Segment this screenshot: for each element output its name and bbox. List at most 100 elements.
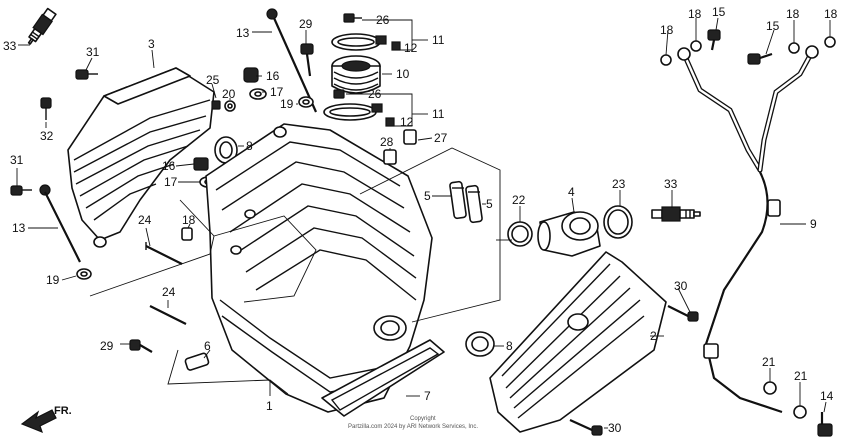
callout-1: 1 (266, 399, 273, 413)
dowel-28[interactable] (383, 149, 397, 165)
head-cover-rear[interactable] (67, 67, 215, 248)
callout-24-upper: 24 (138, 213, 152, 227)
bolt-31-left[interactable] (10, 185, 32, 196)
bolt-26-lower[interactable] (333, 89, 345, 99)
dowel-18[interactable] (181, 227, 193, 241)
copyright-notice: Copyright Partzilla.com 2024 by ARI Netw… (348, 416, 478, 430)
valve-guide-5-right[interactable] (465, 184, 483, 224)
nut-12-top[interactable] (391, 41, 401, 51)
callout-17-top: 17 (270, 85, 284, 99)
callout-16-left: 16 (162, 159, 176, 173)
bolt-30-lower[interactable] (569, 418, 603, 436)
callout-26-top: 26 (376, 13, 390, 27)
bolt-29-top[interactable] (300, 43, 314, 77)
callout-15-a: 15 (712, 5, 726, 19)
washer-21-a[interactable] (763, 381, 777, 395)
callout-32: 32 (40, 129, 54, 143)
valve-guide-5-left[interactable] (449, 180, 467, 220)
o-ring-22[interactable] (507, 221, 533, 247)
callout-21-b: 21 (794, 369, 808, 383)
washer-19-left[interactable] (76, 268, 92, 280)
clamp-11-lower[interactable] (323, 103, 383, 121)
callout-21-a: 21 (762, 355, 776, 369)
bolt-31-top[interactable] (75, 69, 98, 80)
callout-23: 23 (612, 177, 626, 191)
washer-18-d[interactable] (824, 36, 836, 48)
callout-27: 27 (434, 131, 448, 145)
head-gasket[interactable] (321, 339, 445, 417)
o-ring-23[interactable] (603, 205, 633, 239)
stud-bolt-13-top[interactable] (266, 8, 318, 113)
intake-joint-8-right[interactable] (465, 331, 495, 357)
callout-19-left: 19 (46, 273, 60, 287)
callout-2: 2 (650, 329, 657, 343)
nut-12-lower[interactable] (385, 117, 395, 127)
leader-lines (16, 17, 831, 429)
callout-20: 20 (222, 87, 236, 101)
washer-18-c[interactable] (788, 42, 800, 54)
callout-30-upper: 30 (674, 279, 688, 293)
washer-19-top[interactable] (298, 96, 314, 108)
copyright-line-1: Copyright (410, 416, 436, 422)
callout-18-d: 18 (824, 7, 838, 21)
callout-24-lower: 24 (162, 285, 176, 299)
washer-17-top[interactable] (249, 88, 267, 100)
washer-21-b[interactable] (793, 405, 807, 419)
bolt-15-a[interactable] (707, 29, 721, 51)
callout-5-right: 5 (486, 197, 493, 211)
callout-8-left: 8 (246, 139, 253, 153)
washer-20[interactable] (224, 100, 236, 112)
callout-29-lower: 29 (100, 339, 114, 353)
bolt-25[interactable] (211, 100, 221, 110)
callout-labels: 33 31 3 32 31 13 19 29 13 29 25 20 16 17… (3, 5, 834, 435)
callout-13-top: 13 (236, 26, 250, 40)
spark-plug-right[interactable] (651, 206, 701, 222)
bolt-16-top[interactable] (243, 67, 259, 83)
callout-5-left: 5 (424, 189, 431, 203)
front-direction-label: FR. (54, 405, 72, 417)
bolt-16-left[interactable] (193, 157, 209, 171)
oil-pipe-9[interactable] (677, 45, 819, 414)
callout-16-top: 16 (266, 69, 280, 83)
bolt-26-top[interactable] (343, 13, 362, 23)
callout-15-b: 15 (766, 19, 780, 33)
callout-11-top: 11 (432, 33, 445, 47)
dowel-6[interactable] (184, 352, 210, 371)
head-cover-front[interactable] (489, 251, 667, 433)
bolt-14[interactable] (817, 412, 833, 437)
callout-18-left: 18 (182, 213, 196, 227)
callout-10: 10 (396, 67, 410, 81)
callout-3: 3 (148, 37, 155, 51)
cap-4[interactable] (537, 211, 601, 257)
callout-12-lower: 12 (400, 115, 414, 129)
callout-12-top: 12 (404, 41, 418, 55)
bolt-29-lower[interactable] (129, 339, 153, 353)
intake-joint-8-left[interactable] (214, 136, 238, 164)
clamp-11-top[interactable] (331, 33, 387, 51)
washer-18-b[interactable] (690, 40, 702, 52)
callout-31-left: 31 (10, 153, 24, 167)
callout-30-lower: 30 (608, 421, 622, 435)
callout-18-b: 18 (688, 7, 702, 21)
callout-11-lower: 11 (432, 107, 445, 121)
callout-22: 22 (512, 193, 526, 207)
bolt-30-upper[interactable] (667, 305, 699, 322)
insulator-10[interactable] (331, 55, 381, 94)
spark-plug-left[interactable] (25, 7, 57, 47)
dowel-27[interactable] (403, 129, 417, 145)
callout-26-lower: 26 (368, 87, 382, 101)
callout-4: 4 (568, 185, 575, 199)
callout-18-c: 18 (786, 7, 800, 21)
stud-bolt-13-left[interactable] (39, 184, 81, 263)
callout-18-a: 18 (660, 23, 674, 37)
washer-18-a[interactable] (660, 54, 672, 66)
callout-29-top: 29 (299, 17, 313, 31)
callout-33-right: 33 (664, 177, 678, 191)
stud-24-upper[interactable] (145, 242, 183, 265)
stud-24-lower[interactable] (149, 305, 187, 325)
callout-7: 7 (424, 389, 431, 403)
bolt-15-b[interactable] (747, 52, 773, 65)
bolt-32[interactable] (40, 97, 52, 120)
callout-6: 6 (204, 339, 211, 353)
